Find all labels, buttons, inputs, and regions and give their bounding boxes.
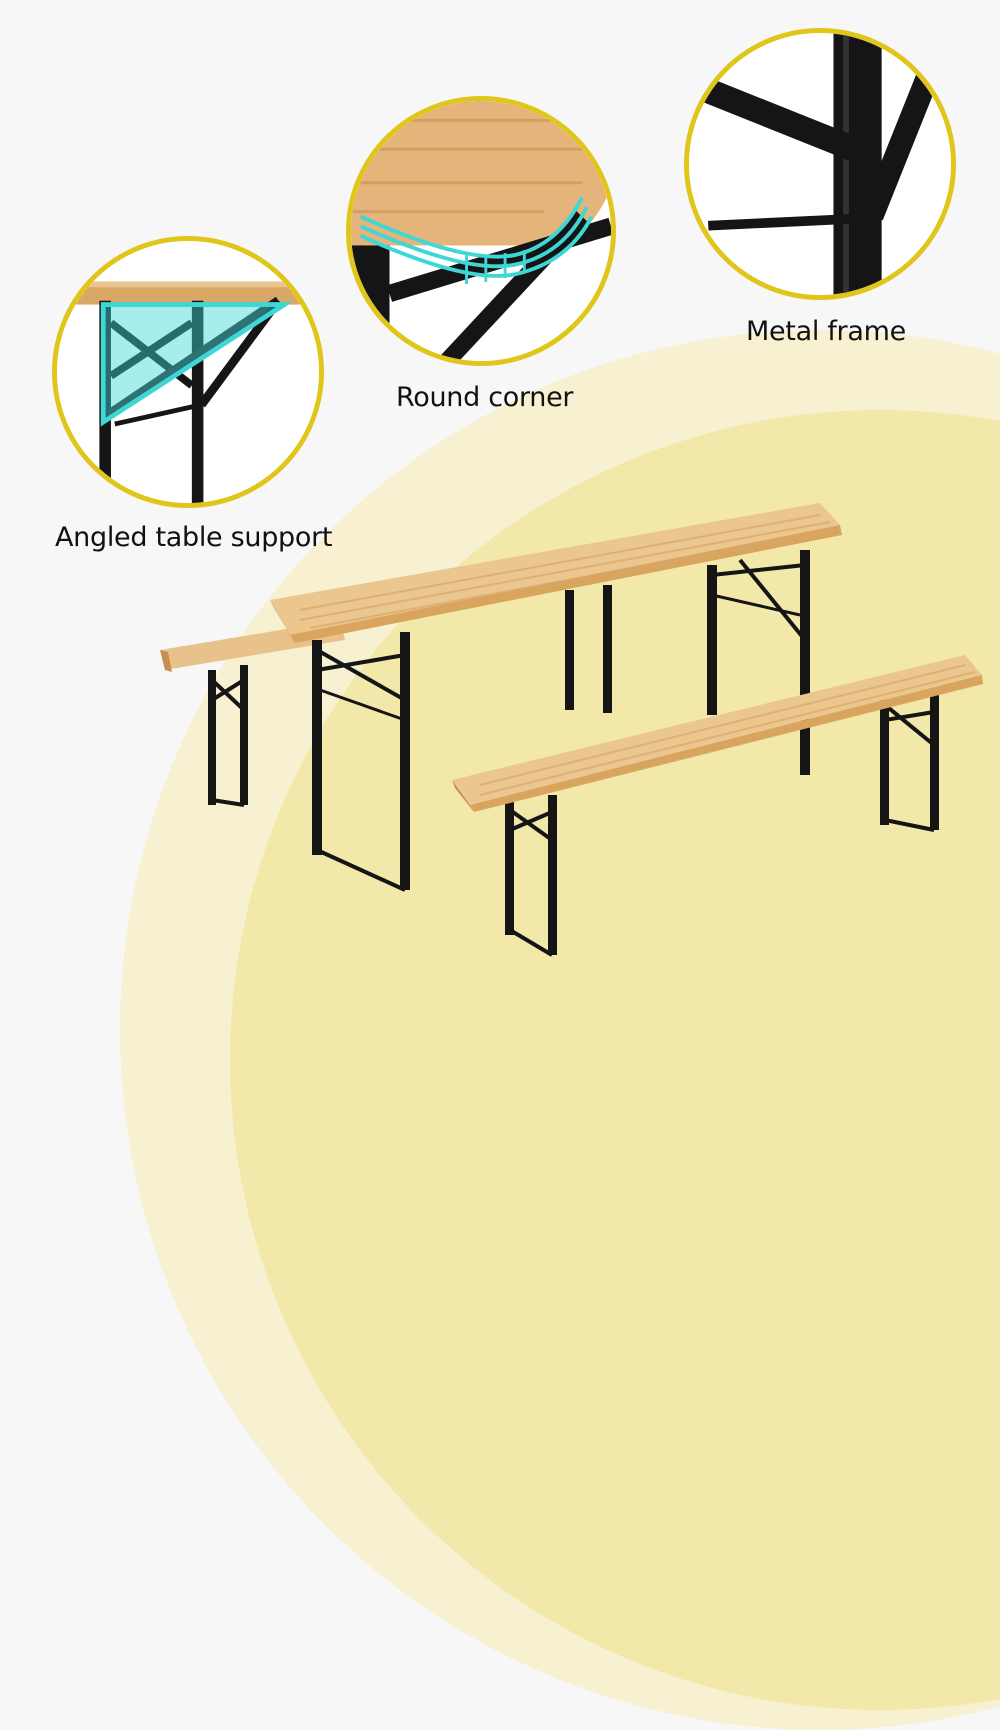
table — [270, 503, 842, 892]
callout-angled-table-support — [52, 236, 324, 508]
callout-round-corner — [346, 96, 616, 366]
label-angled-table-support: Angled table support — [55, 522, 333, 553]
label-metal-frame: Metal frame — [746, 316, 906, 347]
metal-frame-illustration — [689, 33, 951, 295]
callout-metal-frame — [684, 28, 956, 300]
round-corner-illustration — [351, 101, 611, 361]
front-bench — [452, 655, 983, 957]
label-round-corner: Round corner — [396, 382, 574, 413]
table-and-benches-illustration — [160, 503, 983, 957]
angled-support-illustration — [57, 241, 319, 503]
